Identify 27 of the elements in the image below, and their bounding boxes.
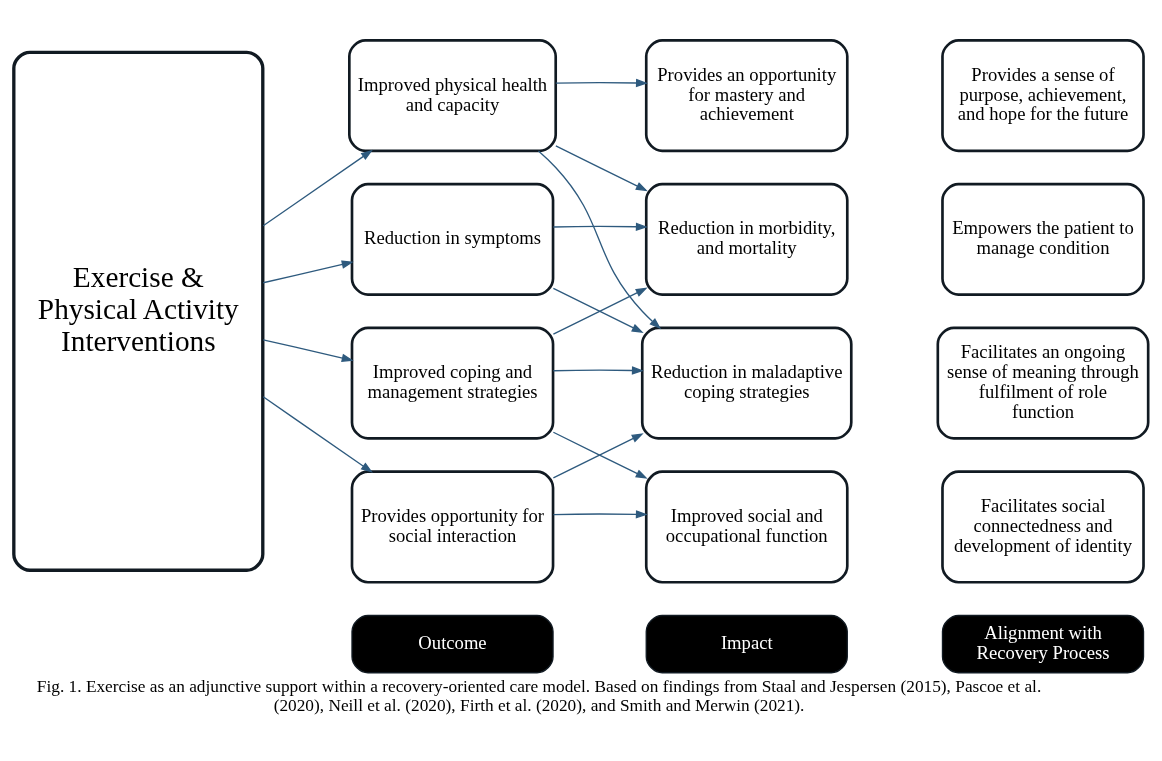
- node-box: Facilitates an ongoing sense of meaning through fulfilment of role function: [936, 326, 1150, 440]
- node-box: Provides an opportunity for mastery and achievement: [644, 39, 849, 153]
- arrow: [262, 260, 354, 284]
- node-box: Improved coping and management strategies: [350, 326, 555, 440]
- node-box: Reduction in symptoms: [350, 182, 555, 296]
- node-box: Alignment with Recovery Process: [941, 614, 1145, 674]
- node-box: Improved physical health and capacity: [348, 39, 558, 153]
- arrow: [552, 366, 644, 375]
- node-box: Reduction in morbidity, and mortality: [644, 182, 849, 296]
- node-box: Impact: [645, 614, 848, 674]
- node-box: Exercise & Physical Activity Interventions: [12, 50, 265, 572]
- arrow: [262, 149, 373, 227]
- arrow: [537, 150, 662, 330]
- caption: Fig. 1. Exercise as an adjunctive support within a recovery-oriented care model. Based on findings from Staal and Jespersen (2015), Pascoe et al. (2020), Neill et al. (2020), Firth et al. (2020), and Smith and Merwin (2021).: [36, 676, 1042, 715]
- node-box: Empowers the patient to manage condition: [941, 182, 1145, 296]
- node-box: Provides opportunity for social interaction: [350, 470, 555, 584]
- arrow: [552, 510, 648, 519]
- arrow: [555, 145, 648, 192]
- arrow: [555, 78, 648, 88]
- node-box: Provides a sense of purpose, achievement, and hope for the future: [941, 39, 1145, 153]
- node-box: Reduction in maladaptive coping strategies: [640, 326, 853, 440]
- node-box: Outcome: [351, 614, 554, 674]
- node-box: Facilitates social connectedness and development of identity: [941, 470, 1145, 584]
- arrow: [552, 222, 648, 231]
- arrow: [262, 396, 373, 473]
- node-box: Improved social and occupational function: [644, 470, 849, 584]
- arrow: [262, 339, 354, 363]
